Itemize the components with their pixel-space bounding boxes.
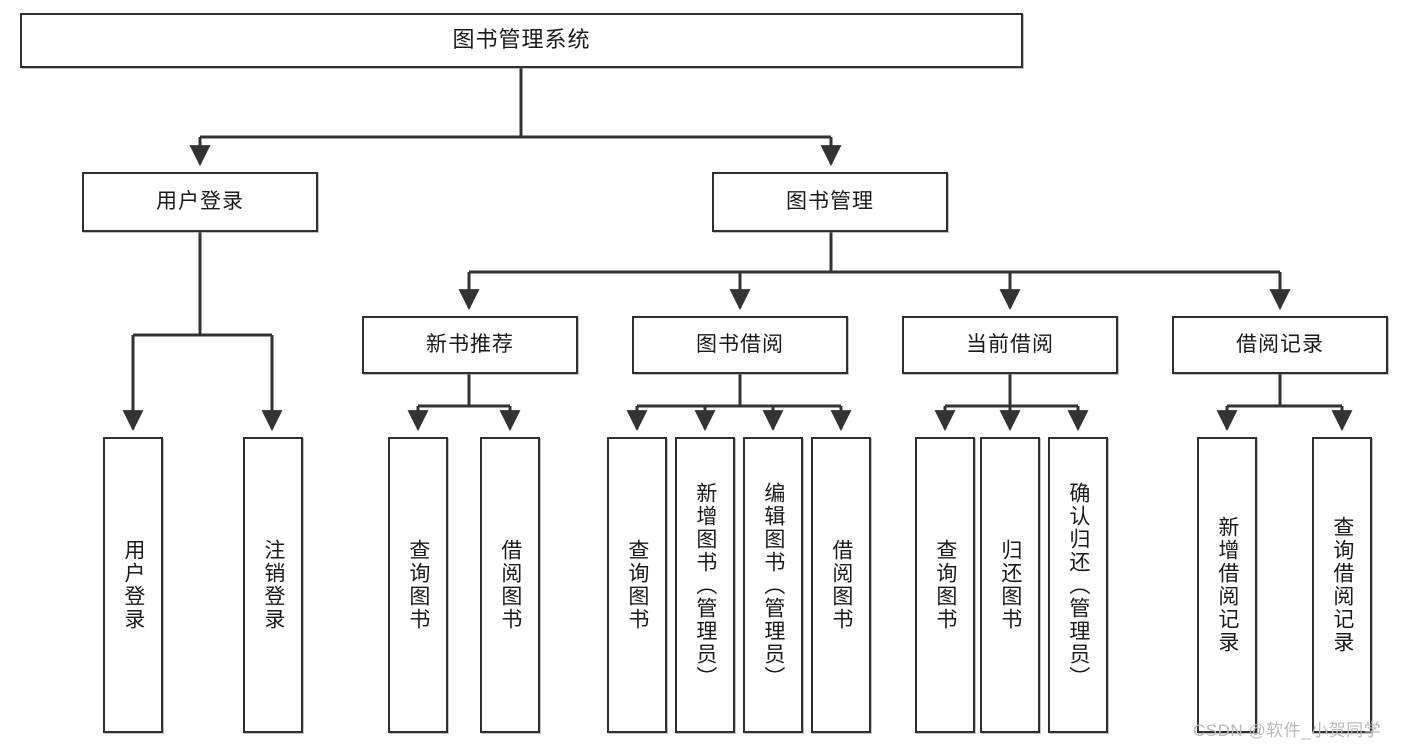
node-leaf-query-book-2-label: 查询图书: [625, 539, 649, 631]
node-leaf-user-login-label: 用户登录: [121, 539, 145, 631]
node-user-login[interactable]: 用户登录: [82, 172, 318, 232]
node-book-borrow-label: 图书借阅: [696, 333, 784, 357]
node-borrow-record[interactable]: 借阅记录: [1172, 316, 1388, 374]
node-leaf-add-record-label: 新增借阅记录: [1215, 516, 1239, 654]
node-root-label: 图书管理系统: [452, 27, 591, 53]
node-leaf-borrow-book-2[interactable]: 借阅图书: [811, 437, 871, 733]
watermark-text: CSDN @软件_小贺同学: [1193, 721, 1382, 740]
node-leaf-logout-login[interactable]: 注销登录: [243, 437, 303, 733]
node-leaf-query-book-2[interactable]: 查询图书: [607, 437, 667, 733]
node-leaf-add-book[interactable]: 新增图书（管理员）: [675, 437, 735, 733]
node-leaf-user-login[interactable]: 用户登录: [103, 437, 163, 733]
node-leaf-return-book-label: 归还图书: [998, 539, 1022, 631]
node-leaf-query-book-1-label: 查询图书: [406, 539, 430, 631]
node-leaf-query-book-3-label: 查询图书: [933, 539, 957, 631]
node-leaf-edit-book-label: 编辑图书（管理员）: [761, 481, 785, 689]
node-leaf-borrow-book-1[interactable]: 借阅图书: [480, 437, 540, 733]
node-leaf-logout-login-label: 注销登录: [261, 539, 285, 631]
node-leaf-query-book-3[interactable]: 查询图书: [915, 437, 975, 733]
node-leaf-borrow-book-2-label: 借阅图书: [829, 539, 853, 631]
node-current-borrow-label: 当前借阅: [966, 333, 1054, 357]
node-root[interactable]: 图书管理系统: [20, 13, 1023, 68]
node-leaf-return-book[interactable]: 归还图书: [980, 437, 1040, 733]
node-book-management-label: 图书管理: [786, 190, 874, 214]
node-leaf-edit-book[interactable]: 编辑图书（管理员）: [743, 437, 803, 733]
node-borrow-record-label: 借阅记录: [1236, 333, 1324, 357]
node-leaf-query-record[interactable]: 查询借阅记录: [1312, 437, 1372, 733]
node-book-borrow[interactable]: 图书借阅: [632, 316, 848, 374]
node-current-borrow[interactable]: 当前借阅: [902, 316, 1118, 374]
node-leaf-query-record-label: 查询借阅记录: [1330, 516, 1354, 654]
node-leaf-confirm-return-label: 确认归还（管理员）: [1066, 481, 1090, 689]
node-leaf-add-book-label: 新增图书（管理员）: [693, 481, 717, 689]
node-new-book-recommend-label: 新书推荐: [426, 333, 514, 357]
node-user-login-label: 用户登录: [156, 190, 244, 214]
node-leaf-query-book-1[interactable]: 查询图书: [388, 437, 448, 733]
node-leaf-confirm-return[interactable]: 确认归还（管理员）: [1048, 437, 1108, 733]
node-leaf-add-record[interactable]: 新增借阅记录: [1197, 437, 1257, 733]
node-leaf-borrow-book-1-label: 借阅图书: [498, 539, 522, 631]
node-book-management[interactable]: 图书管理: [712, 172, 948, 232]
node-new-book-recommend[interactable]: 新书推荐: [362, 316, 578, 374]
